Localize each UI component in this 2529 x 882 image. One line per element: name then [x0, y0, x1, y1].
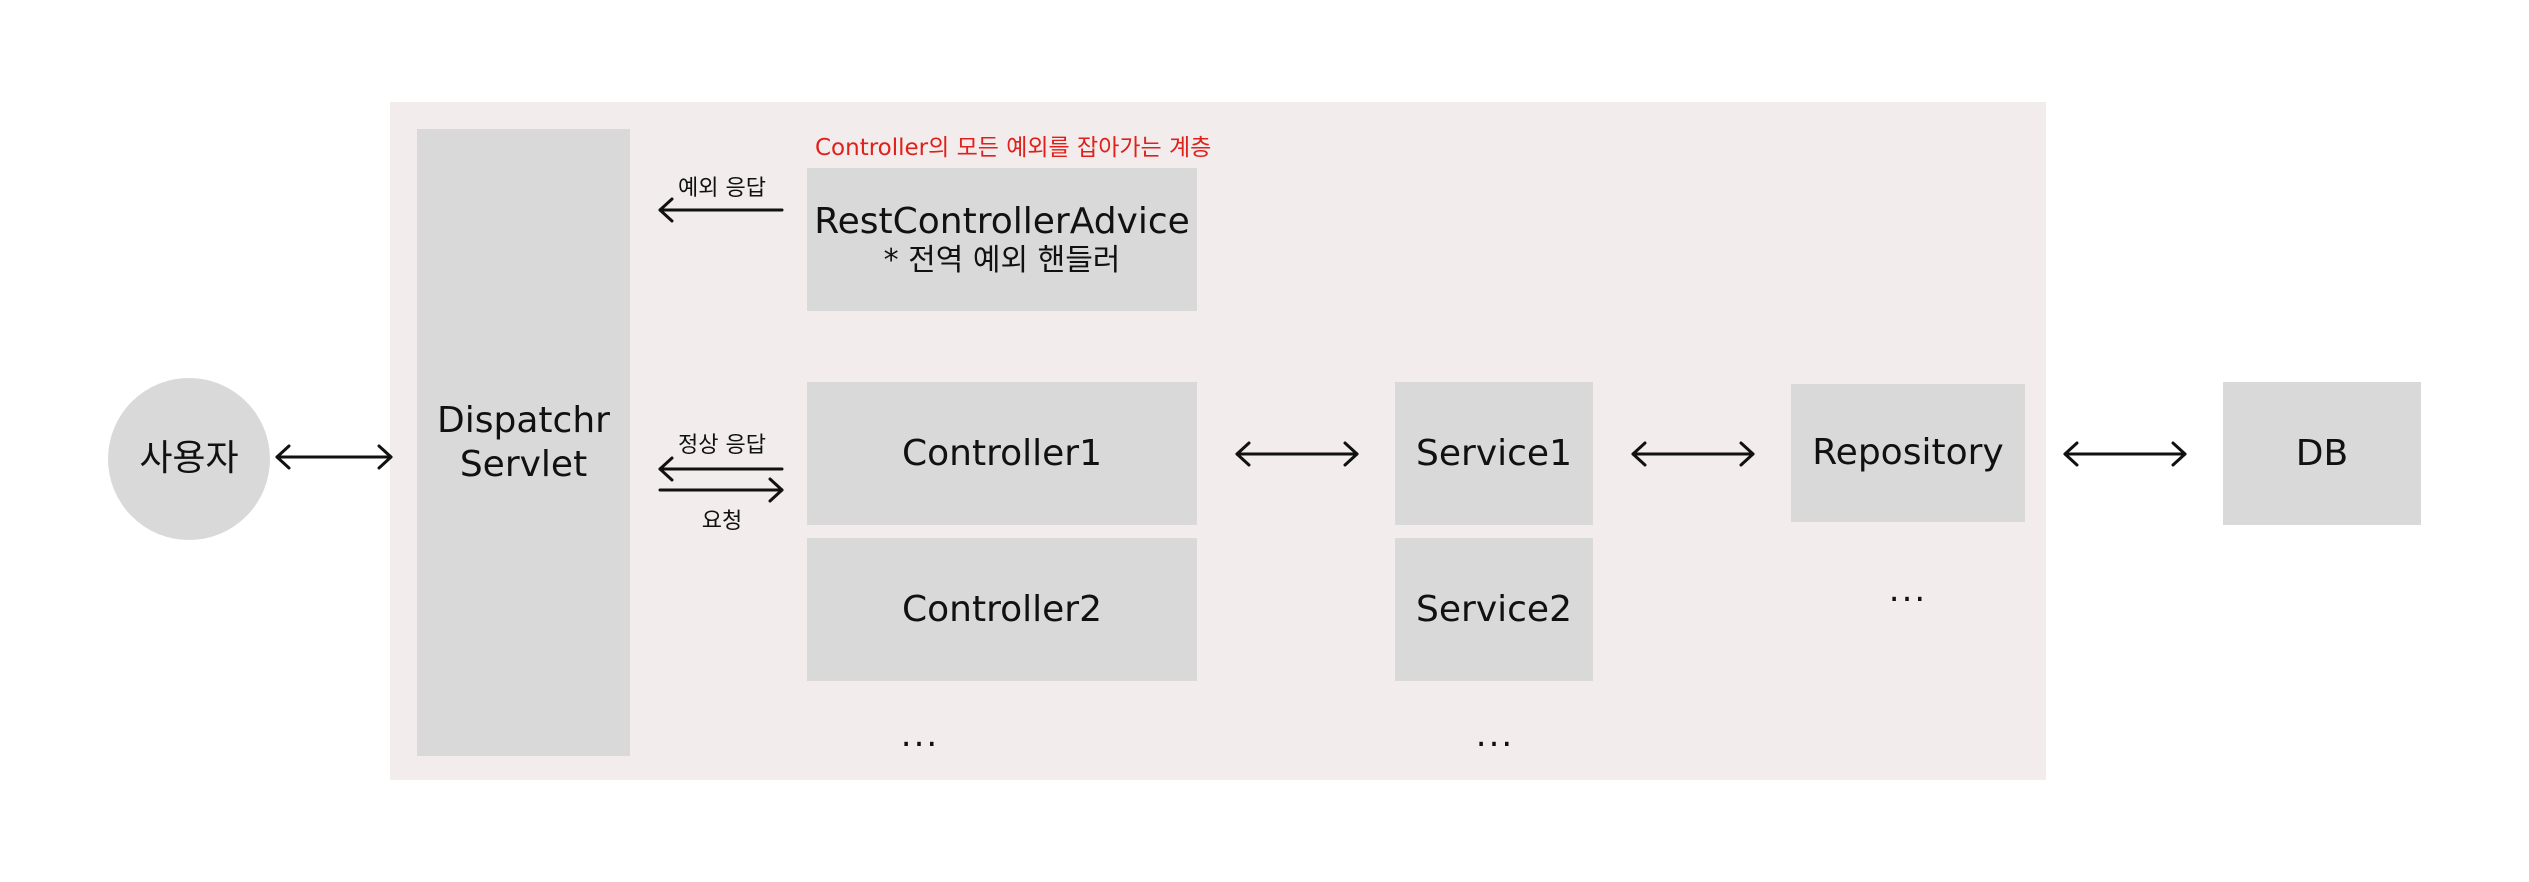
exception-response-arrow [658, 197, 784, 223]
repository-more: ... [1888, 570, 1928, 610]
services-more: ... [1475, 715, 1515, 755]
service1-box: Service1 [1395, 382, 1593, 525]
controller1-box: Controller1 [807, 382, 1197, 525]
controller1-label: Controller1 [902, 432, 1102, 474]
repository-label: Repository [1812, 432, 2004, 474]
service-repository-arrow [1631, 441, 1755, 467]
user-label: 사용자 [139, 438, 239, 480]
controller2-label: Controller2 [902, 588, 1102, 630]
normal-response-label: 정상 응답 [678, 433, 766, 458]
controller2-box: Controller2 [807, 538, 1197, 681]
rest-controller-advice-box: RestControllerAdvice * 전역 예외 핸들러 [807, 168, 1197, 311]
service2-label: Service2 [1416, 588, 1572, 630]
controllers-more: ... [900, 715, 940, 755]
repository-db-arrow [2063, 441, 2187, 467]
advice-title: RestControllerAdvice [814, 200, 1190, 242]
dispatcher-label-line2: Servlet [459, 443, 588, 485]
normal-response-arrow [658, 456, 784, 482]
request-arrow [658, 477, 784, 503]
controller-service-arrow [1235, 441, 1359, 467]
user-node: 사용자 [108, 378, 270, 540]
db-label: DB [2295, 432, 2349, 474]
advice-subtitle: * 전역 예외 핸들러 [883, 243, 1121, 279]
dispatcher-label-line1: Dispatchr [437, 400, 610, 442]
exception-response-label: 예외 응답 [678, 176, 766, 201]
dispatcher-servlet-box: Dispatchr Servlet [417, 129, 630, 756]
service1-label: Service1 [1416, 432, 1572, 474]
request-label: 요청 [701, 509, 743, 534]
service2-box: Service2 [1395, 538, 1593, 681]
advice-note: Controller의 모든 예외를 잡아가는 계층 [815, 135, 1212, 161]
db-box: DB [2223, 382, 2421, 525]
user-dispatcher-arrow [275, 444, 393, 470]
repository-box: Repository [1791, 384, 2025, 522]
